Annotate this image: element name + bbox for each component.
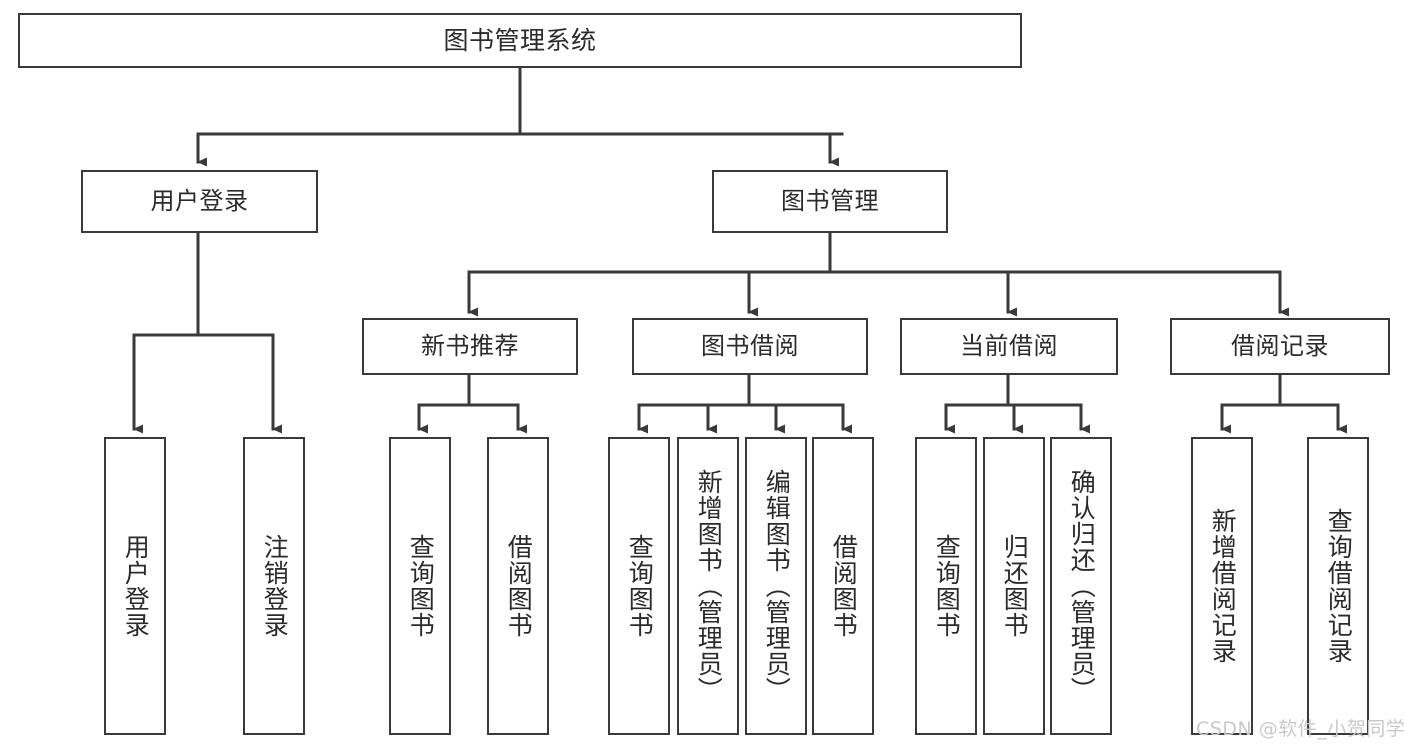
node-leaf-current-query-book[interactable]: 查询图书 bbox=[915, 437, 977, 735]
node-root-system[interactable]: 图书管理系统 bbox=[18, 13, 1022, 68]
node-label: 新书推荐 bbox=[421, 332, 519, 361]
node-leaf-borrow-add-book[interactable]: 新增图书（管理员） bbox=[677, 437, 739, 735]
node-leaf-user-login-logout[interactable]: 注销登录 bbox=[243, 437, 305, 735]
node-user-login[interactable]: 用户登录 bbox=[81, 170, 318, 233]
node-label: 图书管理 bbox=[781, 187, 879, 216]
node-new-book-recommend[interactable]: 新书推荐 bbox=[362, 318, 578, 375]
node-leaf-user-login-login[interactable]: 用户登录 bbox=[104, 437, 166, 735]
node-label: 新增借阅记录 bbox=[1208, 508, 1238, 664]
node-label: 注销登录 bbox=[260, 534, 290, 638]
node-label: 查询图书 bbox=[932, 534, 962, 638]
node-label: 归还图书 bbox=[1000, 534, 1030, 638]
node-label: 用户登录 bbox=[150, 187, 249, 216]
node-label: 新增图书（管理员） bbox=[694, 469, 724, 703]
node-label: 当前借阅 bbox=[960, 332, 1058, 361]
node-borrow-record[interactable]: 借阅记录 bbox=[1170, 318, 1390, 375]
node-leaf-borrow-query-book[interactable]: 查询图书 bbox=[608, 437, 670, 735]
node-label: 查询图书 bbox=[625, 534, 655, 638]
node-leaf-new-book-borrow[interactable]: 借阅图书 bbox=[487, 437, 549, 735]
node-label: 借阅图书 bbox=[504, 534, 534, 638]
node-leaf-borrow-borrow-book[interactable]: 借阅图书 bbox=[812, 437, 874, 735]
node-label: 用户登录 bbox=[121, 534, 151, 638]
node-label: 图书管理系统 bbox=[443, 25, 597, 55]
node-book-borrow[interactable]: 图书借阅 bbox=[632, 318, 868, 375]
node-book-management[interactable]: 图书管理 bbox=[712, 170, 948, 233]
node-label: 编辑图书（管理员） bbox=[762, 469, 792, 703]
node-leaf-current-confirm-return[interactable]: 确认归还（管理员） bbox=[1050, 437, 1112, 735]
node-label: 借阅记录 bbox=[1231, 332, 1329, 361]
node-label: 查询借阅记录 bbox=[1324, 508, 1354, 664]
node-label: 借阅图书 bbox=[829, 534, 859, 638]
csdn-watermark: CSDN @软件_小贺同学 bbox=[1196, 718, 1405, 740]
node-leaf-current-return-book[interactable]: 归还图书 bbox=[983, 437, 1045, 735]
node-leaf-borrow-edit-book[interactable]: 编辑图书（管理员） bbox=[745, 437, 807, 735]
node-label: 图书借阅 bbox=[701, 332, 799, 361]
node-leaf-record-query[interactable]: 查询借阅记录 bbox=[1307, 437, 1369, 735]
node-current-borrow[interactable]: 当前借阅 bbox=[900, 318, 1118, 375]
node-label: 确认归还（管理员） bbox=[1067, 469, 1097, 703]
node-label: 查询图书 bbox=[406, 534, 436, 638]
node-leaf-new-book-query[interactable]: 查询图书 bbox=[389, 437, 451, 735]
node-leaf-record-add[interactable]: 新增借阅记录 bbox=[1191, 437, 1253, 735]
